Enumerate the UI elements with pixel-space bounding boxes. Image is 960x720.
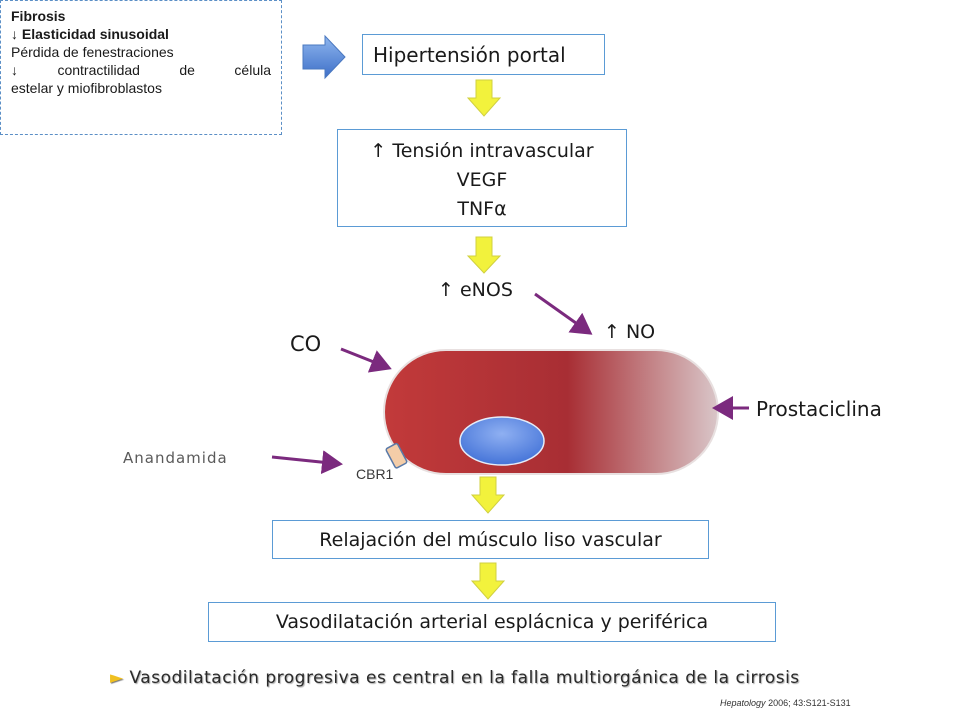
fibrosis-title: Fibrosis xyxy=(11,8,66,24)
no-label: ↑ NO xyxy=(604,321,656,343)
fibrosis-box: Fibrosis ↓ Elasticidad sinusoidal Pérdid… xyxy=(0,0,282,135)
cbr1-label: CBR1 xyxy=(356,466,394,482)
co-label: CO xyxy=(290,332,322,356)
yellow-arrow-3 xyxy=(470,476,506,514)
arrow-enos-no xyxy=(534,292,593,335)
fibrosis-fenestration: Pérdida de fenestraciones xyxy=(11,44,174,60)
portal-hypertension-label: Hipertensión portal xyxy=(373,42,566,67)
tension-box: ↑ Tensión intravascular VEGF TNFα xyxy=(337,129,627,227)
vasodilatacion-box: Vasodilatación arterial esplácnica y per… xyxy=(208,602,776,642)
cbr1-receptor xyxy=(385,442,408,469)
tnf-label: TNFα xyxy=(457,198,507,220)
fibrosis-contractility: ↓ contractilidad de célula xyxy=(11,62,271,78)
vegf-label: VEGF xyxy=(456,169,508,191)
fibrosis-stellate: estelar y miofibroblastos xyxy=(11,80,162,96)
yellow-arrow-4 xyxy=(470,562,506,600)
relajacion-box: Relajación del músculo liso vascular xyxy=(272,520,709,559)
vasodilatacion-label: Vasodilatación arterial esplácnica y per… xyxy=(275,611,709,633)
fibrosis-elasticity: ↓ Elasticidad sinusoidal xyxy=(11,26,169,42)
arrow-anandamida xyxy=(271,450,343,475)
cell-nucleus xyxy=(459,416,545,466)
anandamida-label: Anandamida xyxy=(123,449,228,467)
arrow-co xyxy=(340,347,392,373)
tension-label: ↑ Tensión intravascular xyxy=(370,140,594,162)
citation: Hepatology 2006; 43:S121-S131 xyxy=(720,698,851,708)
prostaciclina-label: Prostaciclina xyxy=(756,397,882,421)
conclusion: ► Vasodilatación progresiva es central e… xyxy=(110,668,800,688)
blue-arrow xyxy=(302,34,346,80)
citation-ref: 2006; 43:S121-S131 xyxy=(768,698,851,708)
yellow-arrow-2 xyxy=(466,236,502,274)
portal-hypertension-box: Hipertensión portal xyxy=(362,34,605,75)
citation-journal: Hepatology xyxy=(720,698,766,708)
conclusion-text: Vasodilatación progresiva es central en … xyxy=(129,668,800,688)
enos-label: ↑ eNOS xyxy=(438,279,513,301)
endothelial-cell xyxy=(383,349,719,475)
bullet-arrow-icon: ► xyxy=(110,668,124,688)
yellow-arrow-1 xyxy=(466,79,502,117)
relajacion-label: Relajación del músculo liso vascular xyxy=(319,528,662,551)
